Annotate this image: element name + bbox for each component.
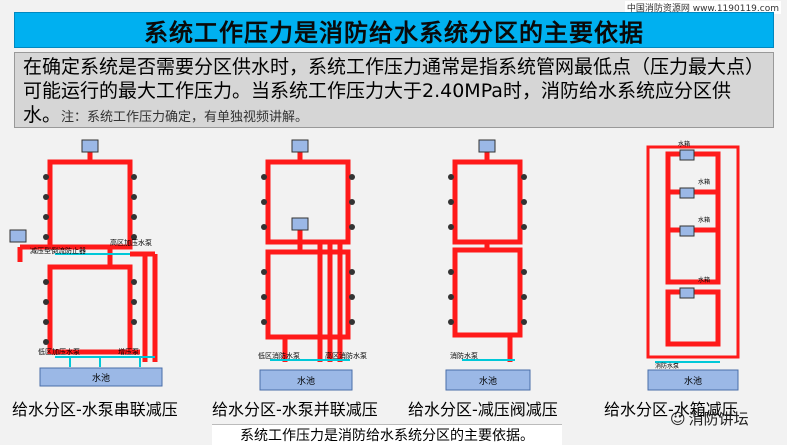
bottom-subtitle: 系统工作压力是消防给水系统分区的主要依据。 (212, 424, 562, 445)
diagram-prv: 水池 消防水泵 (445, 139, 531, 391)
caption-tank: 给水分区-水箱减压 (604, 400, 738, 419)
svg-text:水箱: 水箱 (698, 276, 710, 284)
tank-label-4: 水池 (684, 375, 702, 387)
bottom-subtitle-text: 系统工作压力是消防给水系统分区的主要依据。 (240, 428, 534, 444)
diagram-parallel: 水池 低区消防水泵 高区消防水泵 (258, 139, 367, 391)
title-bar: 系统工作压力是消防给水系统分区的主要依据 (14, 12, 774, 48)
source-watermark: 中国消防资源网 www.1190119.com (624, 1, 781, 14)
tank-4 (647, 369, 739, 391)
caption-parallel: 给水分区-水泵并联减压 (212, 400, 378, 419)
side-tank-icon (9, 229, 27, 243)
tank-label-3: 水池 (479, 375, 497, 387)
tank-3 (445, 369, 531, 391)
page-title: 系统工作压力是消防给水系统分区的主要依据 (144, 18, 644, 47)
label-4a: 消防水泵 (655, 362, 679, 370)
svg-text:水箱: 水箱 (698, 216, 710, 224)
tank-label-2: 水池 (297, 375, 315, 387)
intro-note: 注：系统工作压力确定，有单独视频讲解。 (61, 110, 309, 125)
wechat-icon: ☺ (670, 409, 686, 428)
svg-text:水箱: 水箱 (678, 140, 690, 148)
wechat-tag-label: 消防讲坛 (688, 410, 749, 428)
label-1c: 低区加压水泵 (38, 347, 80, 356)
tank-label-1: 水池 (92, 372, 110, 384)
tank-1 (39, 367, 163, 387)
label-1a: 减压型倒流防止器 (30, 246, 86, 255)
label-2a: 低区消防水泵 (258, 351, 300, 360)
label-1d: 增压泵 (118, 347, 139, 356)
intro-text: 在确定系统是否需要分区供水时，系统工作压力通常是指系统管网最低点（压力最大点）可… (23, 56, 765, 126)
upper-zone-loop (47, 159, 133, 355)
label-3a: 消防水泵 (450, 351, 478, 360)
caption-series: 给水分区-水泵串联减压 (12, 400, 178, 419)
tank-2 (259, 369, 353, 391)
intro-box: 在确定系统是否需要分区供水时，系统工作压力通常是指系统管网最低点（压力最大点）可… (14, 52, 774, 128)
zoning-diagrams: 水池 减压型倒流防止器 高区加压水泵 低区加压水泵 增压泵 (9, 139, 740, 391)
label-1b: 高区加压水泵 (110, 238, 152, 247)
diagram-tank: 水箱 水箱 水箱 水箱 水池 消防水泵 (646, 140, 740, 391)
roof-tank-icon (81, 139, 99, 153)
label-2b: 高区消防水泵 (325, 351, 367, 360)
wechat-tag: ☺ 消防讲坛 (670, 408, 749, 429)
diagram-series: 水池 减压型倒流防止器 高区加压水泵 低区加压水泵 增压泵 (9, 139, 163, 387)
caption-prv: 给水分区-减压阀减压 (408, 400, 558, 419)
svg-text:水箱: 水箱 (698, 178, 710, 186)
